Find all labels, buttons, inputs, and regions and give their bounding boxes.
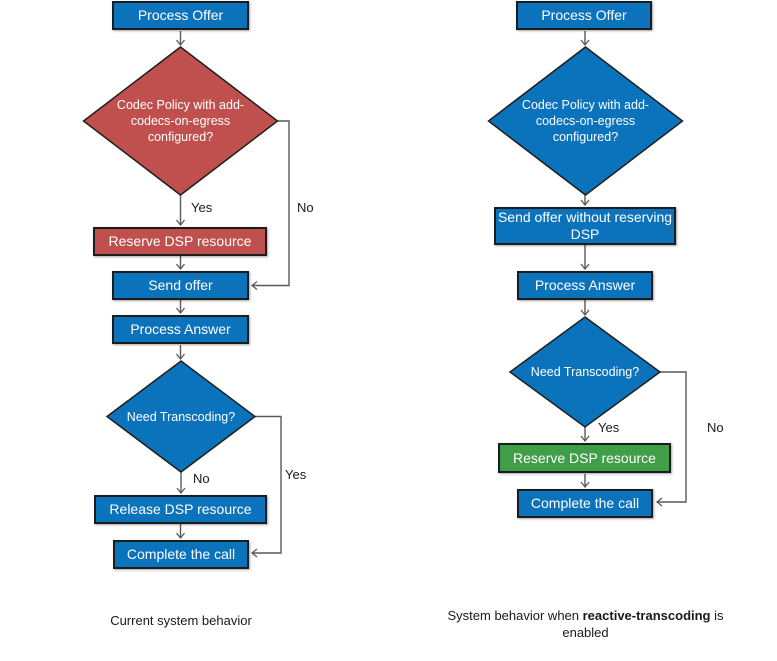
branch-label-no: No [707,420,724,435]
node-complete-call-left: Complete the call [113,540,249,569]
branch-label-yes: Yes [598,420,620,435]
caption-right-suffix: is enabled [562,608,724,640]
node-release-dsp-left: Release DSP resource [94,495,267,524]
decision-codec-policy-right [487,46,684,196]
caption-right-bold: reactive-transcoding [582,608,711,623]
connector [655,371,687,507]
node-process-answer-left: Process Answer [112,315,249,344]
caption-left: Current system behavior [110,613,252,628]
node-process-offer-left: Process Offer [112,1,249,30]
decision-need-transcoding-right-label: Need Transcoding? [530,364,640,379]
node-send-offer-right: Send offer without reserving DSP [494,207,676,245]
node-send-offer-left: Send offer [112,271,249,300]
decision-codec-policy-left-label: Codec Policy with add-codecs-on-egress c… [116,98,245,144]
connector [250,415,282,558]
decision-codec-policy-left [82,46,279,196]
node-process-answer-right: Process Answer [517,271,653,300]
decision-need-transcoding-left [105,360,257,473]
decision-need-transcoding-left-label: Need Transcoding? [126,409,236,424]
branch-label-no: No [193,471,210,486]
connector [250,120,290,291]
node-process-offer-right: Process Offer [516,1,652,30]
branch-label-yes: Yes [191,200,213,215]
caption-right-prefix: System behavior when [447,608,583,623]
node-reserve-dsp-right: Reserve DSP resource [498,443,671,473]
branch-label-no: No [297,200,314,215]
decision-need-transcoding-right [508,316,662,428]
decision-codec-policy-right-label: Codec Policy with add-codecs-on-egress c… [521,98,650,144]
node-complete-call-right: Complete the call [517,489,653,518]
caption-right: System behavior when reactive-transcodin… [438,607,733,641]
node-reserve-dsp-left: Reserve DSP resource [93,227,267,256]
branch-label-yes: Yes [285,467,307,482]
